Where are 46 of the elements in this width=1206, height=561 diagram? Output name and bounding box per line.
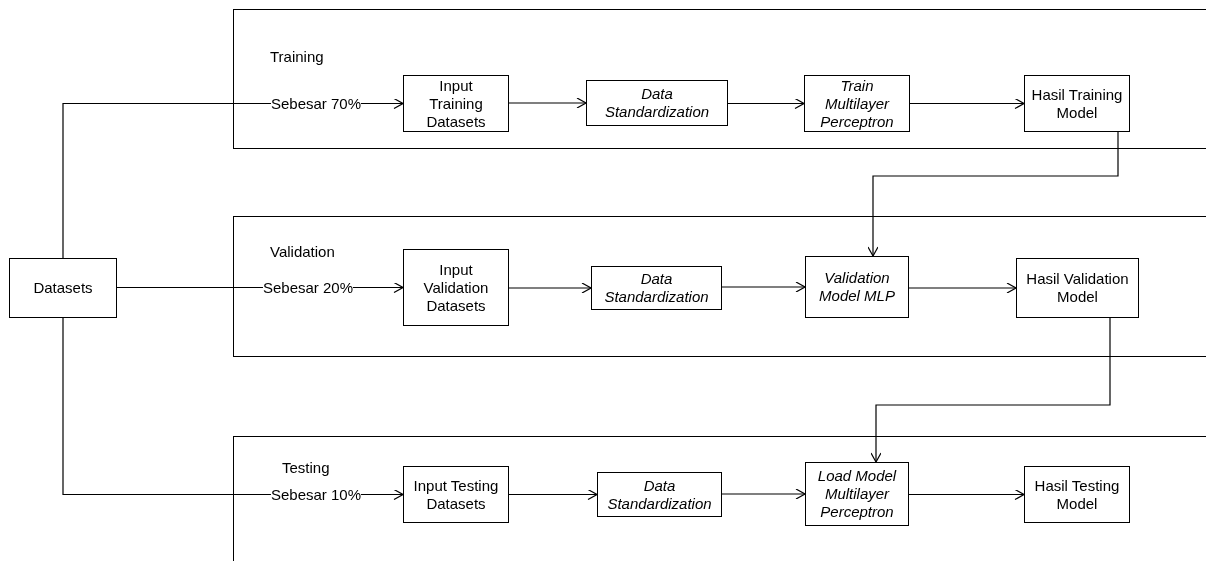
process-box	[1024, 466, 1130, 523]
box-label: Train Multilayer Perceptron	[819, 76, 895, 131]
edge-label: Sebesar 10%	[270, 486, 362, 503]
arrow	[508, 488, 598, 501]
box-label: Input Testing Datasets	[413, 476, 499, 513]
arrow	[908, 282, 1017, 294]
box-label: Load Model Multilayer Perceptron	[816, 467, 898, 521]
section-panel	[233, 436, 1206, 561]
process-box	[9, 258, 117, 318]
process-box	[591, 266, 722, 310]
box-label: Datasets	[33, 279, 93, 297]
arrow	[867, 131, 1119, 257]
process-box	[1016, 258, 1139, 318]
arrow	[721, 281, 806, 293]
box-label: Data Standardization	[603, 85, 711, 121]
process-box	[403, 75, 509, 132]
section-title: Testing	[282, 459, 330, 476]
box-label: Hasil Training Model	[1030, 85, 1124, 122]
process-box	[805, 462, 909, 526]
process-box	[805, 256, 909, 318]
box-label: Data Standardization	[603, 270, 710, 306]
process-box	[586, 80, 728, 126]
box-label: Hasil Testing Model	[1033, 476, 1121, 513]
edge-label: Sebesar 20%	[262, 279, 354, 296]
arrow	[870, 317, 1111, 463]
arrow	[727, 97, 805, 110]
box-label: Input Validation Datasets	[422, 260, 490, 315]
process-box	[403, 249, 509, 326]
arrow	[508, 282, 592, 294]
section-panel	[233, 9, 1206, 149]
box-label: Data Standardization	[606, 476, 713, 513]
section-title: Training	[270, 48, 324, 65]
arrow	[508, 97, 587, 109]
edge-label: Sebesar 70%	[270, 95, 362, 112]
arrow	[909, 97, 1025, 110]
section-panel	[233, 216, 1206, 357]
process-box	[597, 472, 722, 517]
box-label: Input Training Datasets	[425, 76, 487, 131]
box-label: Hasil Validation Model	[1025, 270, 1130, 306]
section-title: Validation	[270, 243, 335, 260]
box-label: Validation Model MLP	[818, 269, 896, 305]
arrow	[721, 488, 806, 500]
process-box	[1024, 75, 1130, 132]
process-box	[804, 75, 910, 132]
process-box	[403, 466, 509, 523]
arrow	[908, 488, 1025, 501]
